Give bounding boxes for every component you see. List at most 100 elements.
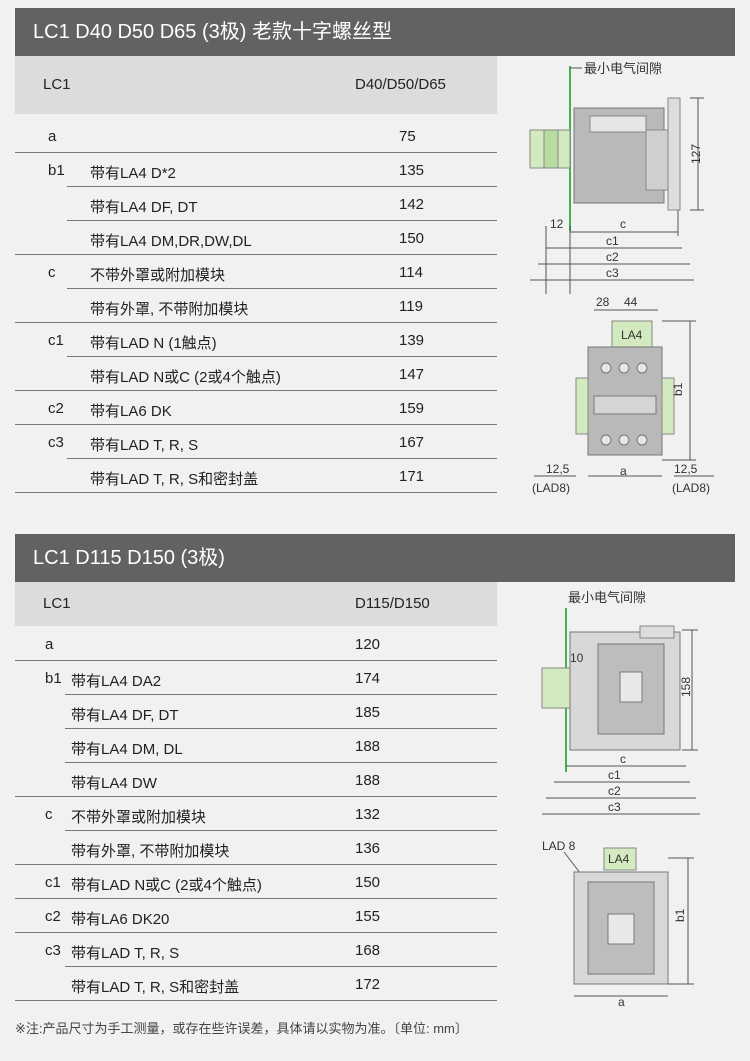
dim-12-5-right: 12,5 bbox=[674, 462, 698, 476]
row-value: 120 bbox=[355, 636, 381, 653]
section-title-2: LC1 D115 D150 (3极) bbox=[15, 534, 735, 582]
row-value: 139 bbox=[399, 332, 425, 349]
row-key: c bbox=[48, 264, 56, 281]
row-key: c1 bbox=[45, 874, 61, 891]
dim-b1: b1 bbox=[673, 908, 687, 922]
dim-44: 44 bbox=[624, 295, 638, 309]
header-model: LC1 bbox=[43, 76, 71, 93]
row-value: 188 bbox=[355, 738, 381, 755]
row-value: 188 bbox=[355, 772, 381, 789]
table-row: 带有LAD N或C (2或4个触点) 147 bbox=[15, 357, 497, 391]
clearance-label: 最小电气间隙 bbox=[568, 590, 646, 605]
row-value: 171 bbox=[399, 468, 425, 485]
dim-c1: c1 bbox=[608, 768, 621, 782]
dim-28: 28 bbox=[596, 295, 610, 309]
row-key: b1 bbox=[48, 162, 65, 179]
row-key: a bbox=[45, 636, 54, 653]
row-description: 不带外罩或附加模块 bbox=[71, 809, 207, 826]
row-key: a bbox=[48, 128, 57, 145]
row-key: c2 bbox=[45, 908, 61, 925]
height-label: 127 bbox=[689, 144, 703, 164]
row-description: 带有LAD N或C (2或4个触点) bbox=[90, 369, 281, 386]
dim-c3: c3 bbox=[606, 266, 619, 280]
lad8-right: (LAD8) bbox=[672, 481, 710, 495]
row-value: 159 bbox=[399, 400, 425, 417]
table-row: c3 带有LAD T, R, S 167 bbox=[15, 425, 497, 459]
row-description: 带有LA4 D*2 bbox=[90, 165, 176, 182]
dim-c2: c2 bbox=[608, 784, 621, 798]
row-value: 150 bbox=[355, 874, 381, 891]
row-value: 172 bbox=[355, 976, 381, 993]
row-value: 136 bbox=[355, 840, 381, 857]
lad8-label: LAD 8 bbox=[542, 839, 576, 853]
row-key: c3 bbox=[45, 942, 61, 959]
table-row: c2 带有LA6 DK 159 bbox=[15, 391, 497, 425]
row-value: 135 bbox=[399, 162, 425, 179]
row-description: 带有LA4 DM,DR,DW,DL bbox=[90, 233, 252, 250]
row-description: 带有LAD T, R, S bbox=[90, 437, 199, 454]
row-description: 带有LA6 DK bbox=[90, 403, 172, 420]
dim-c3: c3 bbox=[608, 800, 621, 814]
row-value: 174 bbox=[355, 670, 381, 687]
dimension-table-1: LC1 D40/D50/D65 a 75 b1 带有LA4 D*2 135 带有LA4 D… bbox=[15, 56, 497, 493]
dimension-table-2: LC1 D115/D150 a 120 b1 带有LA4 DA2 174 带有LA4 DF… bbox=[15, 582, 497, 1001]
row-description: 带有LA4 DF, DT bbox=[90, 199, 198, 216]
dim-12-5-left: 12,5 bbox=[546, 462, 570, 476]
row-description: 带有外罩, 不带附加模块 bbox=[90, 301, 249, 318]
row-key: c2 bbox=[48, 400, 64, 417]
dim-c1: c1 bbox=[606, 234, 619, 248]
row-value: 132 bbox=[355, 806, 381, 823]
row-description: 带有外罩, 不带附加模块 bbox=[71, 843, 230, 860]
header-variant: D115/D150 bbox=[355, 595, 430, 612]
table-row: 带有外罩, 不带附加模块 136 bbox=[15, 831, 497, 865]
dimension-diagram-2: 最小电气间隙 158 10 c c1 c2 c3 LAD 8 LA4 b1 a bbox=[541, 590, 700, 1009]
row-description: 带有LAD T, R, S和密封盖 bbox=[71, 979, 240, 996]
dim-c: c bbox=[620, 752, 626, 766]
table-header: LC1 D40/D50/D65 bbox=[15, 56, 497, 114]
table-row: b1 带有LA4 DA2 174 bbox=[15, 661, 497, 695]
table-row: a 120 bbox=[15, 627, 497, 661]
table-row: b1 带有LA4 D*2 135 bbox=[15, 153, 497, 187]
row-key: c1 bbox=[48, 332, 64, 349]
table-row: a 75 bbox=[15, 119, 497, 153]
row-key: b1 bbox=[45, 670, 62, 687]
dim-a: a bbox=[618, 995, 625, 1009]
la4-block bbox=[603, 847, 637, 871]
table-row: c1 带有LAD N (1触点) 139 bbox=[15, 323, 497, 357]
row-value: 150 bbox=[399, 230, 425, 247]
dim-c2: c2 bbox=[606, 250, 619, 264]
la4-label: LA4 bbox=[621, 328, 643, 342]
table-header: LC1 D115/D150 bbox=[15, 582, 497, 626]
width-12-label: 12 bbox=[550, 217, 564, 231]
table-row: 带有LA4 DM,DR,DW,DL 150 bbox=[15, 221, 497, 255]
row-value: 185 bbox=[355, 704, 381, 721]
row-value: 75 bbox=[399, 128, 416, 145]
footnote: ※注:产品尺寸为手工测量，或存在些许误差，具体请以实物为准。〔单位: mm〕 bbox=[15, 1021, 468, 1036]
row-key: c3 bbox=[48, 434, 64, 451]
lad8-left: (LAD8) bbox=[532, 481, 570, 495]
row-description: 带有LAD T, R, S bbox=[71, 945, 180, 962]
row-value: 167 bbox=[399, 434, 425, 451]
row-description: 带有LAD T, R, S和密封盖 bbox=[90, 471, 259, 488]
row-value: 142 bbox=[399, 196, 425, 213]
clearance-label: 最小电气间隙 bbox=[584, 61, 662, 76]
table-row: 带有LA4 DF, DT 185 bbox=[15, 695, 497, 729]
row-value: 147 bbox=[399, 366, 425, 383]
row-description: 带有LAD N (1触点) bbox=[90, 335, 217, 352]
la4-block bbox=[611, 320, 653, 348]
width-10-label: 10 bbox=[570, 651, 584, 665]
auxiliary-block bbox=[541, 667, 575, 709]
table-row: 带有LAD T, R, S和密封盖 171 bbox=[15, 459, 497, 493]
header-variant: D40/D50/D65 bbox=[355, 76, 446, 93]
table-row: 带有LA4 DF, DT 142 bbox=[15, 187, 497, 221]
row-description: 带有LA4 DW bbox=[71, 775, 157, 792]
row-description: 带有LA4 DF, DT bbox=[71, 707, 179, 724]
dim-c: c bbox=[620, 217, 626, 231]
table-row: 带有LAD T, R, S和密封盖 172 bbox=[15, 967, 497, 1001]
row-description: 带有LA4 DA2 bbox=[71, 673, 162, 690]
